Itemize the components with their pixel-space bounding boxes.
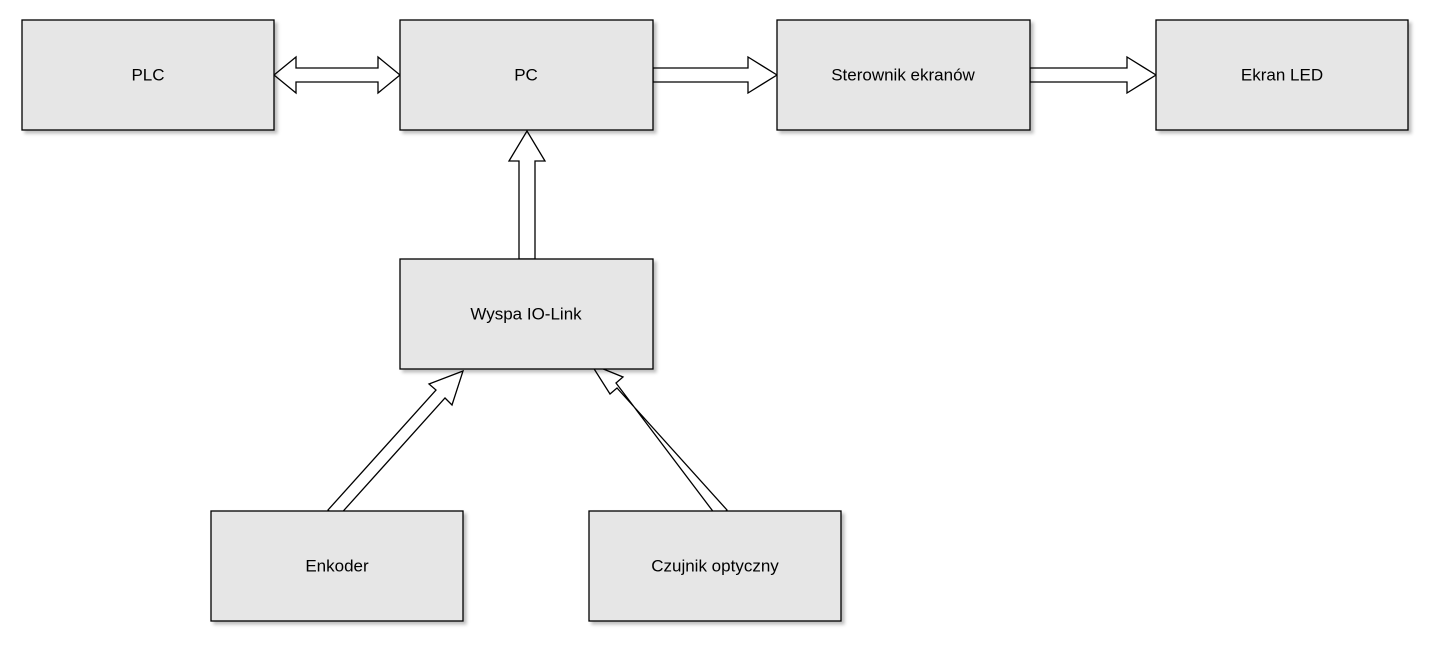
node-encoder[interactable]: Enkoder bbox=[210, 510, 464, 622]
arrow-optical-sensor-io-link bbox=[589, 362, 728, 519]
node-screen-controller[interactable]: Sterownik ekranów bbox=[776, 19, 1031, 131]
arrow-pc-screen-controller bbox=[652, 55, 779, 95]
arrow-io-link-pc bbox=[507, 129, 547, 260]
node-optical-sensor-label: Czujnik optyczny bbox=[651, 557, 779, 576]
node-pc[interactable]: PC bbox=[399, 19, 654, 131]
node-led-screen[interactable]: Ekran LED bbox=[1155, 19, 1409, 131]
node-io-link-island-label: Wyspa IO-Link bbox=[470, 305, 582, 324]
node-led-screen-label: Ekran LED bbox=[1241, 66, 1323, 85]
node-screen-controller-label: Sterownik ekranów bbox=[831, 66, 975, 85]
node-pc-label: PC bbox=[514, 66, 538, 85]
arrow-encoder-io-link bbox=[327, 369, 465, 519]
node-io-link-island[interactable]: Wyspa IO-Link bbox=[399, 258, 654, 370]
arrow-screen-controller-led-screen bbox=[1029, 55, 1158, 95]
node-plc-label: PLC bbox=[131, 66, 164, 85]
node-encoder-label: Enkoder bbox=[305, 557, 369, 576]
node-optical-sensor[interactable]: Czujnik optyczny bbox=[588, 510, 842, 622]
arrow-plc-pc bbox=[272, 55, 402, 95]
node-plc[interactable]: PLC bbox=[21, 19, 275, 131]
